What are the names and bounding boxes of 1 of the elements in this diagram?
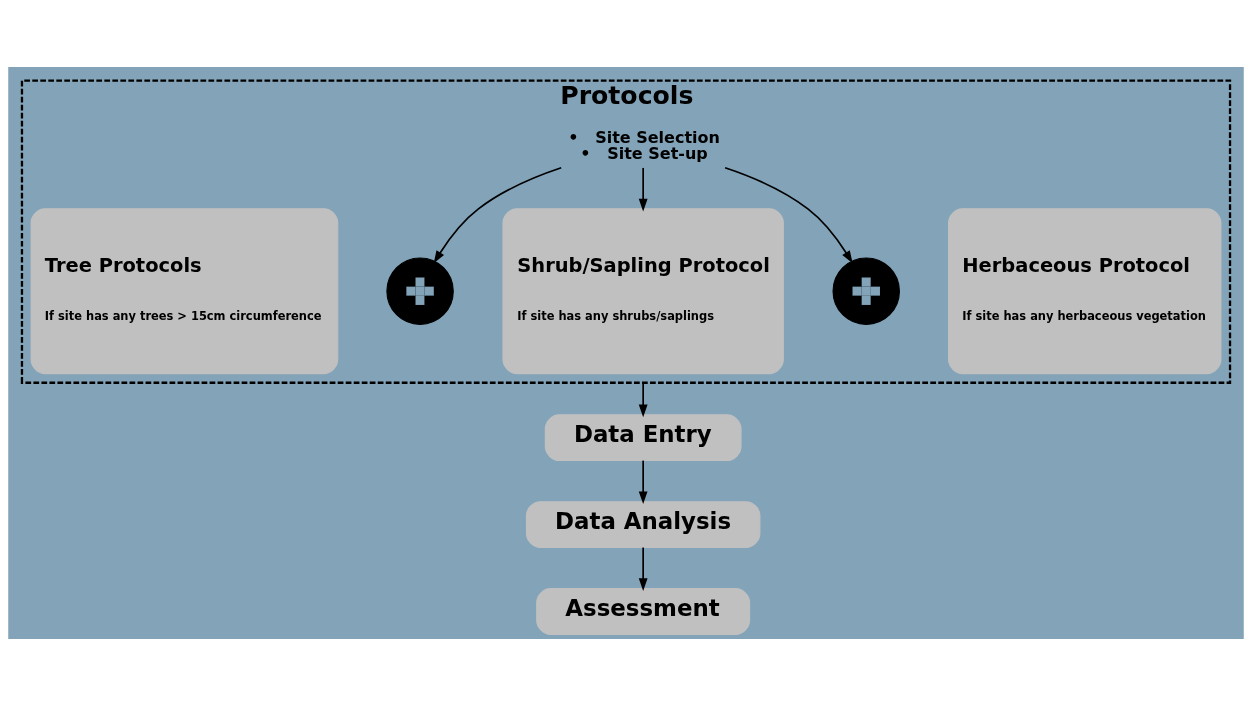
node-text: • Site Selection • Site Set-up	[568, 127, 720, 163]
